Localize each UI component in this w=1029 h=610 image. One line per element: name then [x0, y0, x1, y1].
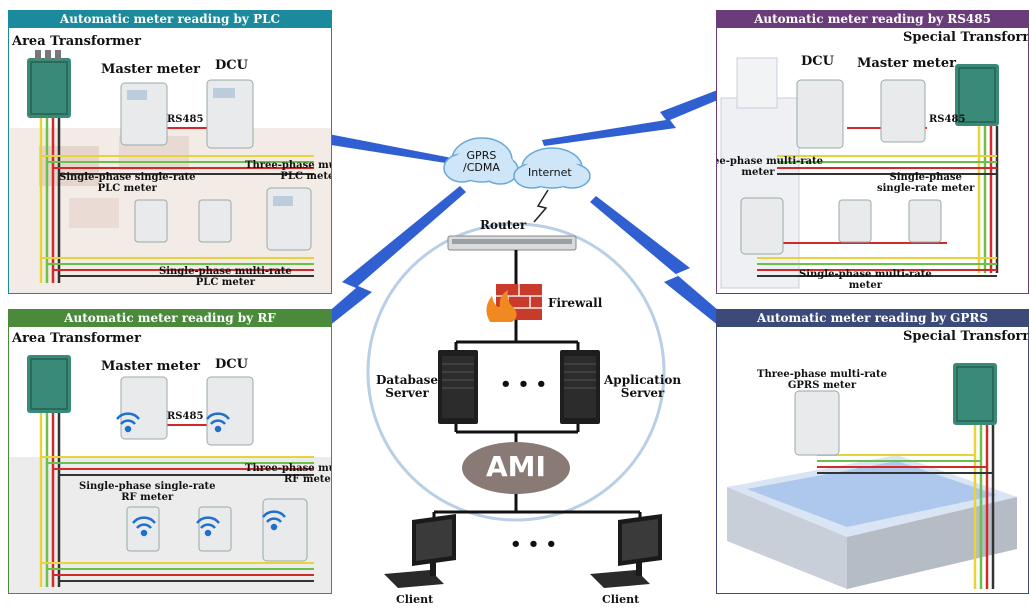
client-right-label: Client [602, 593, 640, 606]
panel-gprs-title: Automatic meter reading by GPRS [717, 310, 1028, 327]
rs485-dcu-icon [796, 79, 844, 149]
gprs-special-transformer-label: Special Transformer [903, 329, 1028, 344]
rs485-special-transformer-label: Special Transformer [903, 30, 1028, 45]
gprs-cdma-cloud [443, 137, 519, 185]
panel-rs485-title: Automatic meter reading by RS485 [717, 11, 1028, 28]
rf-master-meter-icon [120, 376, 168, 440]
firewall-icon [486, 284, 542, 322]
rs485-rs485-label: RS485 [929, 114, 966, 125]
rf-area-transformer-label: Area Transformer [12, 331, 141, 346]
client-ellipsis: • • • [510, 534, 558, 555]
rs485-master-meter-icon [880, 79, 926, 143]
database-server-icon [438, 350, 478, 424]
single-phase-plc-meter-icon [134, 199, 232, 243]
cloud-gprs-label: GPRS/CDMA [463, 149, 500, 174]
panel-gprs: Automatic meter reading by GPRS Special … [716, 309, 1029, 594]
cloud-to-router-link [533, 189, 549, 223]
application-server-icon [560, 350, 600, 424]
three-phase-plc-meter-icon [266, 187, 312, 251]
network-ring [366, 222, 666, 522]
panel-rs485: Automatic meter reading by RS485 [716, 10, 1029, 294]
dcu-icon [206, 79, 254, 149]
panel-rf-title: Automatic meter reading by RF [9, 310, 331, 327]
client-left-icon [384, 514, 456, 588]
gprs-three-phase-meter-icon [794, 390, 840, 456]
panel-rf: Automatic meter reading by RF [8, 309, 332, 594]
rf-master-meter-label: Master meter [101, 359, 200, 374]
rf-dcu-label: DCU [215, 357, 248, 372]
panel-plc: Automatic meter reading by PLC [8, 10, 332, 294]
lightning-rs485 [542, 86, 732, 146]
plc-dcu-label: DCU [215, 58, 248, 73]
firewall-label: Firewall [548, 296, 603, 310]
rf-rs485-label: RS485 [167, 411, 204, 422]
plc-scene [9, 50, 331, 293]
rs485-scene [720, 57, 999, 289]
client-right-icon [590, 514, 662, 588]
rf-three-phase-meter-icon [262, 498, 308, 562]
master-meter-icon [120, 82, 168, 146]
rf-scene [9, 355, 331, 593]
building-icon [720, 57, 800, 289]
rf-area-transformer-icon [27, 355, 71, 413]
panel-plc-title: Automatic meter reading by PLC [9, 11, 331, 28]
internet-cloud [513, 147, 591, 189]
gprs-special-transformer-icon [953, 363, 997, 425]
special-transformer-icon [955, 64, 999, 126]
cloud-internet-label: Internet [528, 166, 572, 179]
plc-area-transformer-label: Area Transformer [12, 34, 141, 49]
ami-label: AMI [486, 450, 546, 483]
area-transformer-icon [27, 50, 71, 118]
rs485-master-meter-label: Master meter [857, 56, 956, 71]
plc-rs485-label: RS485 [167, 114, 204, 125]
ami-ellipse [462, 442, 570, 494]
rs485-three-phase-meter-icon [740, 197, 784, 255]
gprs-scene [727, 363, 1017, 589]
client-left-label: Client [396, 593, 434, 606]
rs485-dcu-label: DCU [801, 54, 834, 69]
router-label: Router [480, 218, 527, 232]
wifi-icon [116, 412, 286, 537]
plc-master-meter-label: Master meter [101, 62, 200, 77]
server-ellipsis: • • • [500, 374, 548, 395]
rs485-single-phase-meter-icon [838, 199, 942, 243]
router-icon [447, 235, 577, 251]
